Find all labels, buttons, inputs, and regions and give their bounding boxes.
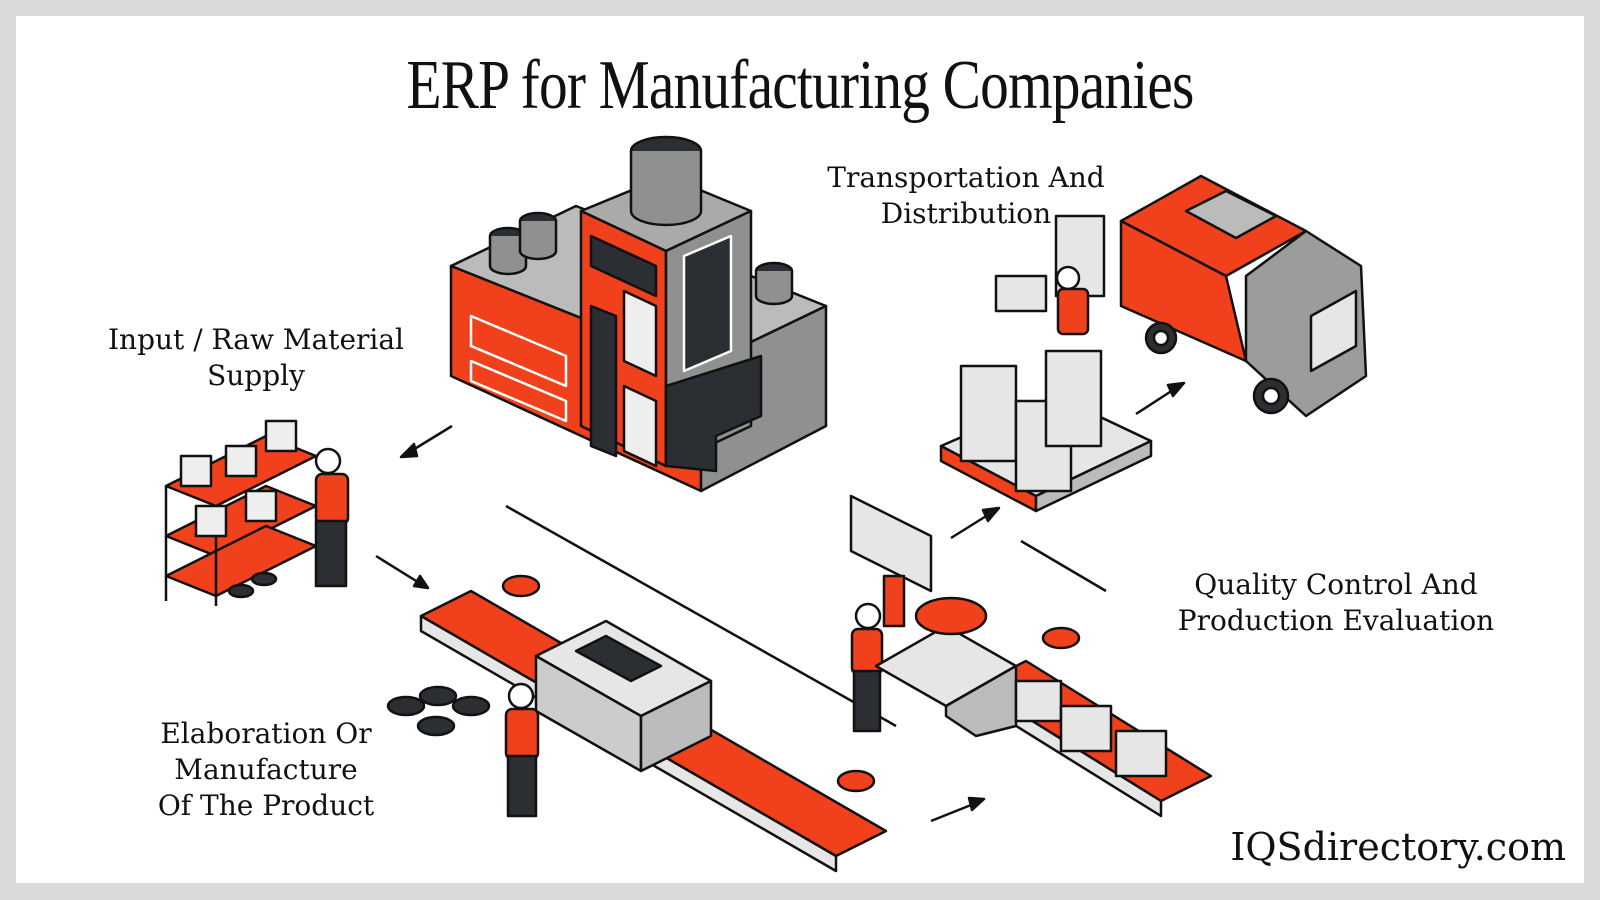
page-title: ERP for Manufacturing Companies xyxy=(406,47,1194,124)
flow-arrows xyxy=(375,381,1186,823)
label-raw-material: Input / Raw Material Supply xyxy=(76,322,436,394)
label-line: Production Evaluation xyxy=(1177,604,1495,637)
label-line: Input / Raw Material xyxy=(108,323,404,356)
infographic-canvas: ERP for Manufacturing Companies Input / … xyxy=(16,16,1584,883)
label-line: Distribution xyxy=(880,197,1052,230)
label-quality-control: Quality Control And Production Evaluatio… xyxy=(1136,567,1536,639)
raw-material-shelves xyxy=(164,419,350,606)
quality-control-conveyor xyxy=(849,494,1213,818)
label-line: Quality Control And xyxy=(1194,568,1478,601)
manufacturing-conveyor xyxy=(386,504,897,873)
label-line: Supply xyxy=(207,359,305,392)
label-line: Transportation And xyxy=(827,161,1105,194)
label-line: Elaboration Or xyxy=(160,717,372,750)
label-manufacture: Elaboration Or Manufacture Of The Produc… xyxy=(116,716,416,824)
pallet-boxes xyxy=(939,349,1153,513)
label-line: Manufacture xyxy=(174,753,358,786)
factory-building xyxy=(449,135,828,493)
delivery-truck xyxy=(994,174,1368,418)
label-line: Of The Product xyxy=(157,789,375,822)
brand-watermark: IQSdirectory.com xyxy=(1230,825,1566,869)
label-transportation: Transportation And Distribution xyxy=(786,160,1146,232)
illustration xyxy=(164,135,1368,873)
